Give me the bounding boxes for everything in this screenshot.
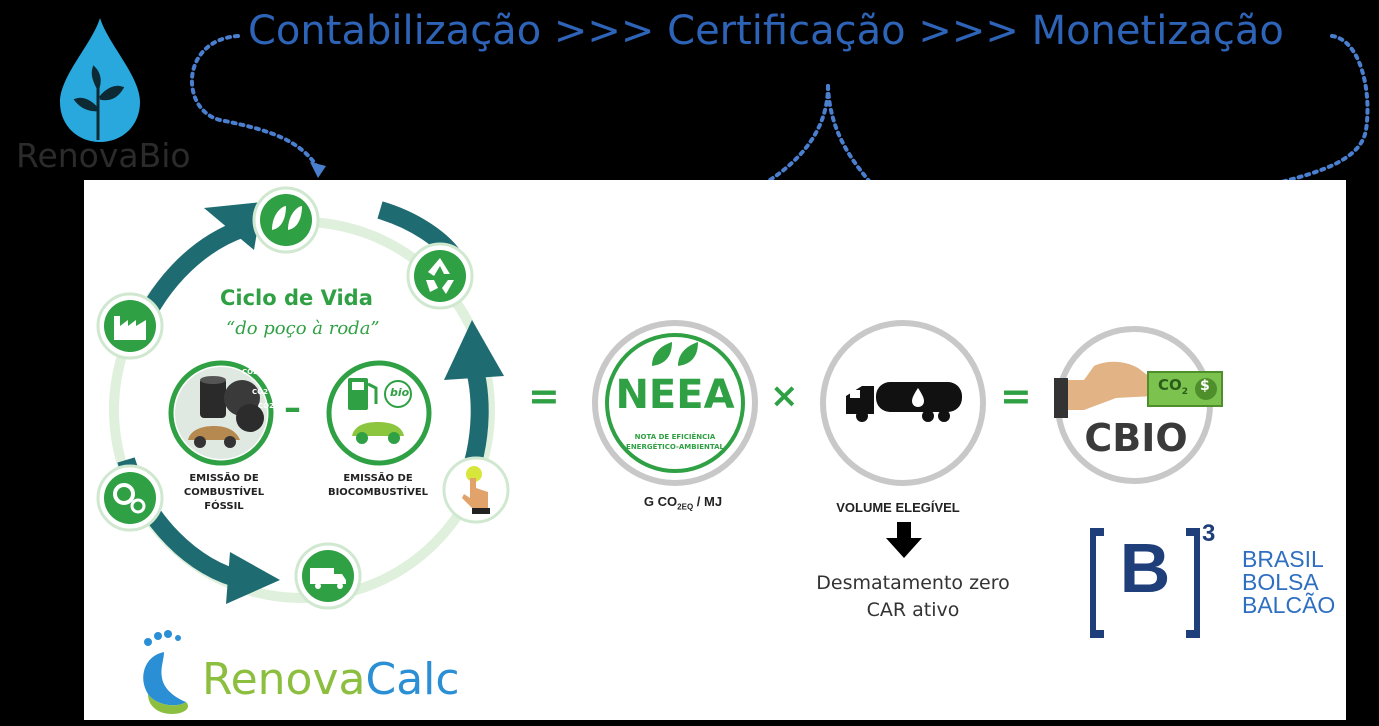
neea-unit: G CO2EQ / MJ <box>628 494 738 512</box>
factory-icon <box>94 290 166 362</box>
cbio-badge <box>1054 320 1224 490</box>
life-cycle-subtitle: “do poço à roda” <box>226 318 380 339</box>
b3-line-balcao: BALCÃO <box>1242 594 1335 617</box>
bio-caption: EMISSÃO DE BIOCOMBUSTÍVEL <box>318 472 438 500</box>
fossil-caption: EMISSÃO DE COMBUSTÍVEL FÓSSIL <box>164 472 284 514</box>
touch-icon <box>440 454 512 526</box>
co2-label: CO2 <box>252 388 268 396</box>
renovacalc-footprint-icon <box>134 626 198 716</box>
bio-caption-line2: BIOCOMBUSTÍVEL <box>318 486 438 500</box>
cbio-note-co: CO <box>1158 376 1182 394</box>
truck-icon <box>292 540 364 612</box>
volume-caption: VOLUME ELEGÍVEL <box>828 500 968 515</box>
bio-caption-line1: EMISSÃO DE <box>318 472 438 486</box>
neea-subtitle: NOTA DE EFICIÊNCIA ENERGÉTICO-AMBIENTAL <box>612 432 738 452</box>
neea-unit-g: G CO <box>644 494 677 509</box>
fossil-emission-icon <box>166 358 276 468</box>
neea-unit-mj: / MJ <box>693 494 722 509</box>
gears-icon <box>94 462 166 534</box>
neea-label: NEEA <box>612 372 738 418</box>
neea-subtitle-line2: ENERGÉTICO-AMBIENTAL <box>612 442 738 452</box>
co2-label: CO2 <box>258 402 274 410</box>
requirement-deforestation: Desmatamento zero <box>798 570 1028 597</box>
leaf-icon <box>250 184 322 256</box>
recycle-icon <box>404 240 476 312</box>
renovacalc-part1: Renova <box>202 654 365 705</box>
biofuel-emission-icon <box>324 358 434 468</box>
times-sign: × <box>770 376 799 416</box>
neea-unit-sub: 2EQ <box>677 503 693 512</box>
renovacalc-part2: Calc <box>365 654 459 705</box>
b3-letter: B <box>1108 528 1182 608</box>
neea-subtitle-line1: NOTA DE EFICIÊNCIA <box>612 432 738 442</box>
b3-line-brasil: BRASIL <box>1242 548 1335 571</box>
requirement-car: CAR ativo <box>798 597 1028 624</box>
b3-name: BRASIL BOLSA BALCÃO <box>1242 548 1335 617</box>
cbio-label: CBIO <box>1076 416 1196 460</box>
fossil-caption-line1: EMISSÃO DE <box>164 472 284 486</box>
dollar-icon: $ <box>1200 378 1210 394</box>
down-arrow-icon <box>884 522 924 560</box>
minus-sign: – <box>284 388 301 428</box>
co2-label: CO2 <box>242 368 258 376</box>
renovacalc-wordmark: RenovaCalc <box>202 654 460 705</box>
requirements-note: Desmatamento zero CAR ativo <box>798 570 1028 624</box>
cbio-note-label: CO2 <box>1158 376 1188 397</box>
tanker-truck-badge <box>818 318 988 488</box>
life-cycle-title: Ciclo de Vida <box>220 286 373 310</box>
b3-superscript: 3 <box>1202 520 1215 548</box>
equals-sign: = <box>528 374 560 418</box>
equals-sign: = <box>1000 374 1032 418</box>
b3-line-bolsa: BOLSA <box>1242 571 1335 594</box>
bio-badge: bio <box>390 386 409 399</box>
cbio-note-sub: 2 <box>1182 387 1188 397</box>
fossil-caption-line2: COMBUSTÍVEL FÓSSIL <box>164 486 284 514</box>
